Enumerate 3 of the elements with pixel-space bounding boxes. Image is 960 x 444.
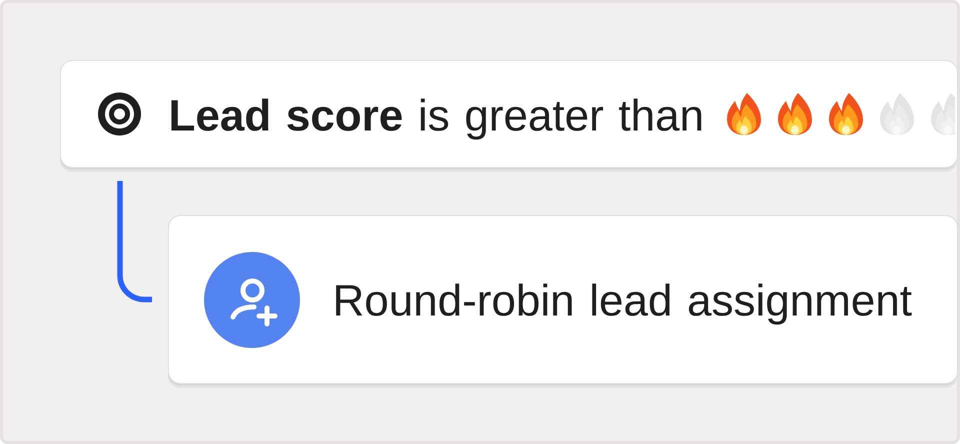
connector-line — [117, 181, 152, 302]
condition-card: Lead score is greater than — [60, 60, 958, 172]
action-card: Round-robin lead assignment — [168, 215, 958, 388]
